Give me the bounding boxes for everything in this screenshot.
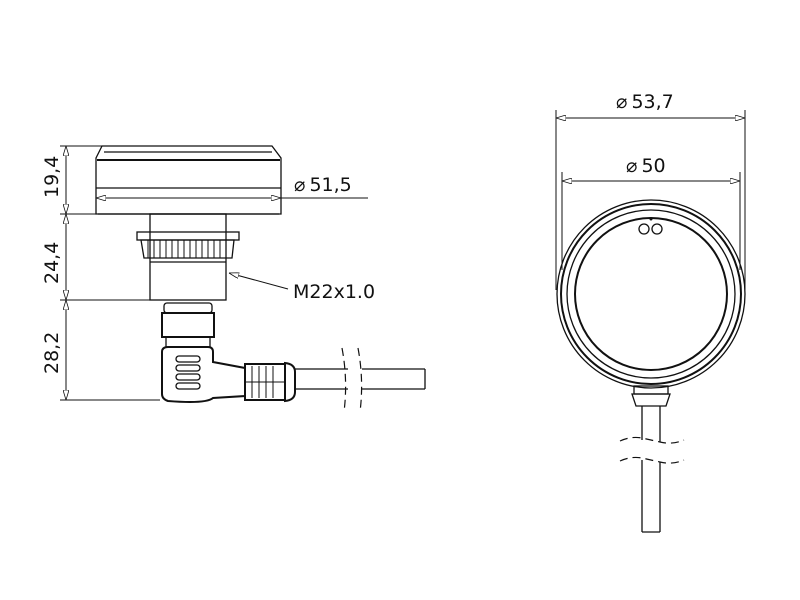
cap-body <box>95 145 282 215</box>
cable-side <box>295 347 426 413</box>
label-height-top: 19,4 <box>41 156 63 198</box>
front-view: ⌀53,7 ⌀50 <box>555 91 746 533</box>
lamp-face <box>556 199 746 389</box>
cable-front <box>619 406 685 533</box>
label-inner-diameter: ⌀50 <box>626 155 666 177</box>
indicator-led-icon <box>651 223 663 235</box>
label-diameter-cap: ⌀51,5 <box>294 174 352 196</box>
cable-gland <box>631 385 671 407</box>
angled-connector <box>161 302 296 403</box>
threaded-body <box>136 213 240 301</box>
indicator-led-icon <box>638 223 650 235</box>
label-height-middle: 24,4 <box>41 242 63 284</box>
side-view: 19,4 24,4 28,2 ⌀51,5 M22x1.0 <box>41 145 426 413</box>
label-thread: M22x1.0 <box>293 281 375 303</box>
label-height-bottom: 28,2 <box>41 332 63 374</box>
thread-leader <box>229 273 289 290</box>
label-outer-diameter: ⌀53,7 <box>616 91 674 113</box>
